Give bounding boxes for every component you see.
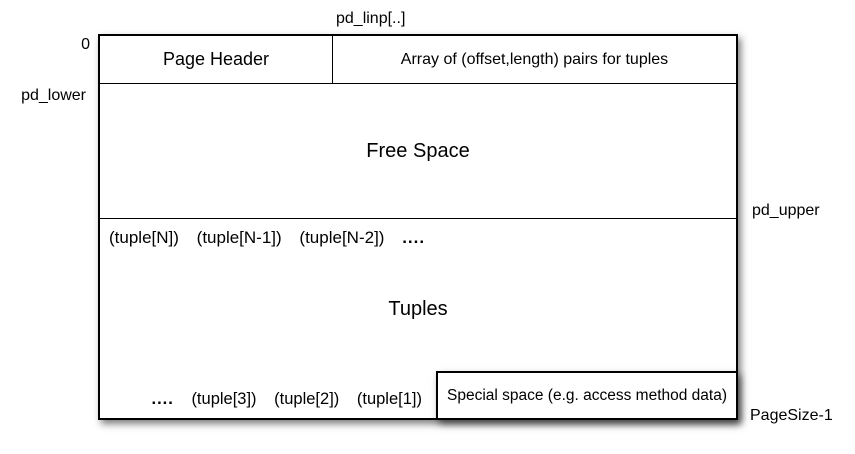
pd-linp-label: pd_linp[..] — [336, 10, 406, 27]
ellipsis: .... — [151, 390, 174, 408]
page-box: Page Header Array of (offset,length) pai… — [98, 34, 738, 420]
tuple-item: (tuple[2]) — [274, 390, 340, 408]
free-space-section: Free Space — [100, 84, 736, 219]
tuples-top-row: (tuple[N]) (tuple[N-1]) (tuple[N-2]) ...… — [109, 228, 438, 248]
ellipsis: .... — [402, 228, 426, 247]
tuple-item: (tuple[1]) — [356, 390, 422, 408]
tuples-label: Tuples — [388, 298, 448, 320]
tuple-item: (tuple[N-2]) — [299, 228, 385, 247]
linp-array-cell: Array of (offset,length) pairs for tuple… — [400, 50, 669, 68]
header-row: Page Header Array of (offset,length) pai… — [100, 36, 736, 84]
offset-zero-label: 0 — [81, 36, 90, 53]
page-header-cell: Page Header — [100, 36, 333, 83]
pd-lower-label: pd_lower — [21, 87, 86, 104]
special-space-box: Special space (e.g. access method data) — [436, 371, 738, 420]
tuples-bottom-row: .... (tuple[3]) (tuple[2]) (tuple[1]) — [100, 390, 423, 409]
tuple-item: (tuple[N-1]) — [196, 228, 282, 247]
pd-upper-label: pd_upper — [752, 202, 820, 219]
tuple-item: (tuple[3]) — [191, 390, 257, 408]
tuple-item: (tuple[N]) — [109, 228, 179, 247]
tuples-section: (tuple[N]) (tuple[N-1]) (tuple[N-2]) ...… — [100, 219, 738, 420]
pagesize-label: PageSize-1 — [750, 407, 833, 424]
